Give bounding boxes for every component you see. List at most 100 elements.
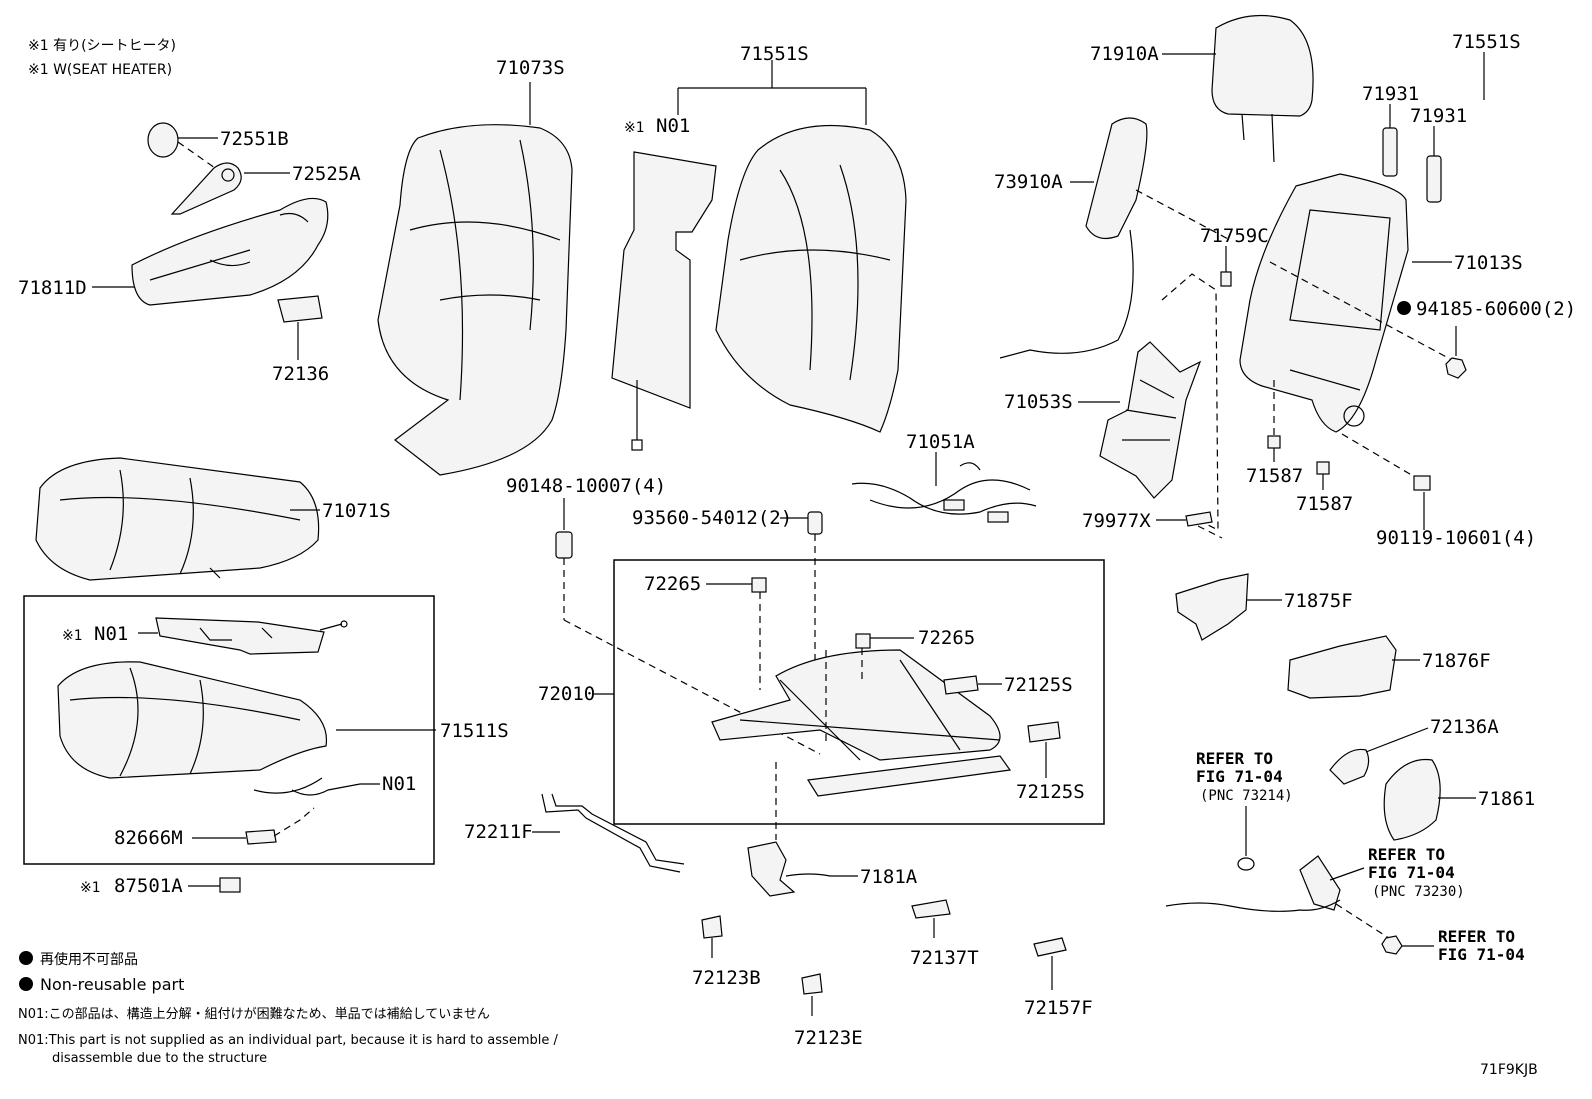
label-90148[interactable]: 90148-10007(4) [506, 475, 666, 497]
label-72136A[interactable]: 72136A [1430, 716, 1499, 738]
label-79977X[interactable]: 79977X [1082, 510, 1151, 532]
ref1-line1[interactable]: REFER TO [1196, 749, 1273, 768]
label-71551S-a[interactable]: 71551S [740, 43, 809, 65]
part-71875F-drawing [1175, 573, 1282, 641]
label-72137T[interactable]: 72137T [910, 947, 979, 969]
label-71053S[interactable]: 71053S [1004, 391, 1073, 413]
legend-n01-jp: N01:この部品は、構造上分解・組付けが困難なため、単品では補給していません [18, 1006, 490, 1022]
label-N01-b[interactable]: N01 [94, 623, 128, 645]
label-72265-b[interactable]: 72265 [918, 627, 975, 649]
label-73910A[interactable]: 73910A [994, 171, 1063, 193]
label-72157F[interactable]: 72157F [1024, 997, 1093, 1019]
label-71811D[interactable]: 71811D [18, 277, 87, 299]
ref3-line1[interactable]: REFER TO [1438, 927, 1515, 946]
label-71759C[interactable]: 71759C [1200, 225, 1269, 247]
part-71071S-drawing [35, 457, 320, 581]
part-87501A-drawing [188, 877, 241, 893]
legend-n01-en-2: disassemble due to the structure [52, 1051, 267, 1066]
part-72265-drawing [706, 577, 914, 690]
part-71551S-drawing [611, 60, 907, 451]
ref2-line1[interactable]: REFER TO [1368, 845, 1445, 864]
label-71587-a[interactable]: 71587 [1246, 465, 1303, 487]
figure-code: 71F9KJB [1480, 1062, 1538, 1078]
label-71511S[interactable]: 71511S [440, 720, 509, 742]
label-71875F[interactable]: 71875F [1284, 590, 1353, 612]
label-72123B[interactable]: 72123B [692, 967, 761, 989]
label-N01-a[interactable]: N01 [656, 115, 690, 137]
part-72211F-drawing [532, 793, 685, 873]
ref3-nut-drawing [1381, 935, 1434, 955]
label-72265-a[interactable]: 72265 [644, 573, 701, 595]
label-82666M[interactable]: 82666M [114, 827, 183, 849]
legend-n01-en-1: N01:This part is not supplied as an indi… [18, 1033, 558, 1048]
header-note-en: ※1 W(SEAT HEATER) [28, 62, 172, 78]
legend-jp: 再使用不可部品 [40, 951, 138, 968]
label-72136[interactable]: 72136 [272, 363, 329, 385]
part-73910A-drawing [999, 117, 1231, 359]
label-94185[interactable]: 94185-60600(2) [1416, 298, 1576, 320]
label-72211F[interactable]: 72211F [464, 821, 533, 843]
ref3-line2[interactable]: FIG 71-04 [1438, 945, 1525, 964]
n01-mark-b: ※1 [62, 628, 83, 644]
part-72137T-drawing [911, 899, 951, 938]
label-72125S-b[interactable]: 72125S [1016, 781, 1085, 803]
ref1-pointer-drawing [1237, 806, 1255, 871]
part-7181A-drawing [747, 841, 858, 897]
legend-en: Non-reusable part [40, 975, 184, 994]
ref1-line3: (PNC 73214) [1200, 788, 1293, 804]
part-71861-drawing [1383, 758, 1476, 841]
label-71910A[interactable]: 71910A [1090, 43, 1159, 65]
non-reusable-dot-icon [1397, 301, 1411, 315]
label-71587-b[interactable]: 71587 [1296, 493, 1353, 515]
label-71861[interactable]: 71861 [1478, 788, 1535, 810]
label-90119[interactable]: 90119-10601(4) [1376, 527, 1536, 549]
label-71876F[interactable]: 71876F [1422, 650, 1491, 672]
part-72525A-drawing [170, 162, 290, 215]
part-79977X-drawing [1156, 511, 1223, 539]
n01-mark-87501A: ※1 [80, 880, 101, 896]
label-71931-b[interactable]: 71931 [1410, 105, 1467, 127]
part-72123E-drawing [801, 973, 823, 1016]
part-72136-drawing [277, 295, 323, 360]
legend-dot-en-icon [19, 977, 33, 991]
label-71073S[interactable]: 71073S [496, 57, 565, 79]
part-cushion-pad-drawing [57, 617, 436, 845]
part-71931-drawing [1382, 104, 1442, 203]
n01-mark-a: ※1 [624, 120, 645, 136]
part-72123B-drawing [701, 915, 723, 958]
part-71051A-drawing [851, 452, 1037, 523]
part-94185-drawing [1445, 326, 1467, 379]
ref2-line3: (PNC 73230) [1372, 884, 1465, 900]
label-72125S-a[interactable]: 72125S [1004, 674, 1073, 696]
label-72123E[interactable]: 72123E [794, 1027, 863, 1049]
part-71811D-drawing [92, 197, 329, 306]
legend-dot-jp-icon [19, 951, 33, 965]
part-71876F-drawing [1287, 635, 1420, 699]
part-72157F-drawing [1033, 937, 1067, 990]
label-71013S[interactable]: 71013S [1454, 252, 1523, 274]
label-71051A[interactable]: 71051A [906, 431, 975, 453]
label-72551B[interactable]: 72551B [220, 128, 289, 150]
label-71551S-b[interactable]: 71551S [1452, 31, 1521, 53]
part-71053S-drawing [1078, 273, 1219, 531]
label-93560[interactable]: 93560-54012(2) [632, 507, 792, 529]
part-72136A-drawing [1329, 727, 1429, 785]
part-71013S-drawing [1239, 173, 1453, 433]
ref2-line2[interactable]: FIG 71-04 [1368, 863, 1455, 882]
label-7181A[interactable]: 7181A [860, 866, 918, 888]
label-71931-a[interactable]: 71931 [1362, 83, 1419, 105]
part-71759C-drawing [1220, 246, 1232, 287]
label-71071S[interactable]: 71071S [322, 500, 391, 522]
airbag-harness-drawing [1165, 855, 1393, 941]
label-72010[interactable]: 72010 [538, 683, 595, 705]
ref1-line2[interactable]: FIG 71-04 [1196, 767, 1283, 786]
part-71910A-drawing [1162, 14, 1314, 163]
label-N01-c[interactable]: N01 [382, 773, 416, 795]
part-72125S-drawing [943, 675, 1061, 778]
label-72525A[interactable]: 72525A [292, 163, 361, 185]
label-87501A[interactable]: 87501A [114, 875, 183, 897]
part-90119-drawing [1341, 433, 1431, 530]
part-93560-drawing [780, 511, 823, 660]
part-72010-drawing [711, 649, 1012, 840]
